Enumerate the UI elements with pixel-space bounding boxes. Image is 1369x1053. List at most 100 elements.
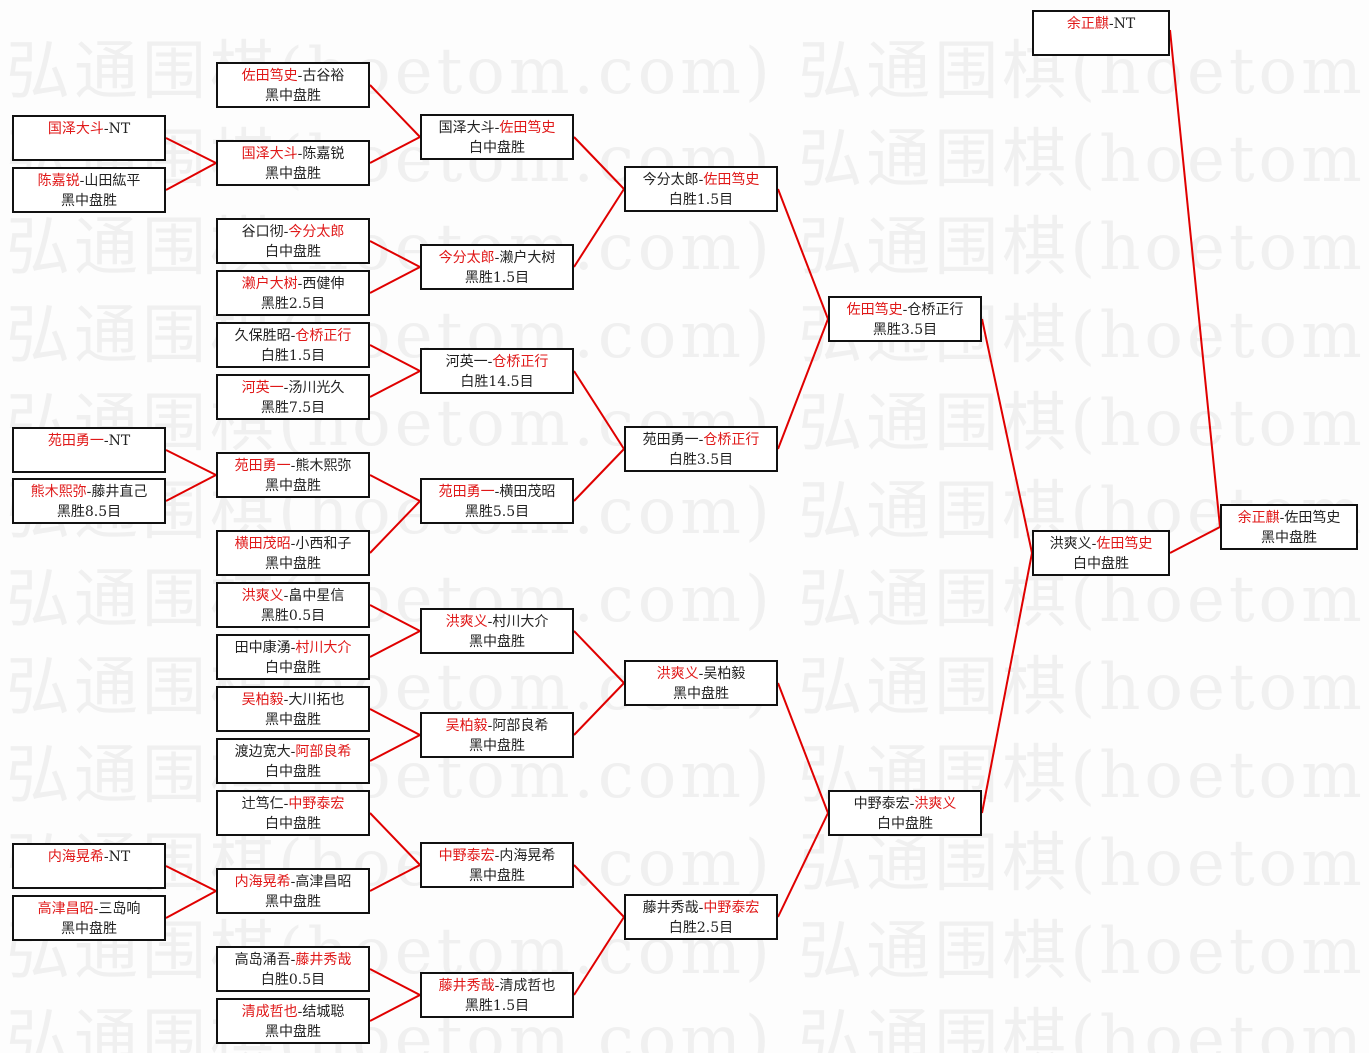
match-players: 余正麒-佐田笃史 [1222, 508, 1356, 528]
player-white: 三岛响 [98, 901, 141, 917]
match-result: 黑胜1.5目 [464, 270, 530, 286]
match-result: 黑中盘胜 [469, 634, 525, 650]
player-black: 熊木熙弥 [30, 484, 87, 500]
bracket-connector [369, 630, 421, 658]
player-black: 谷口彻 [241, 224, 284, 240]
match-box: 藤井秀哉-清成哲也黑胜1.5目 [420, 972, 574, 1018]
match-result: 黑中盘胜 [61, 193, 117, 209]
match-result: 黑胜2.5目 [260, 296, 326, 312]
player-white: 内海晃希 [499, 848, 556, 864]
match-box: 中野泰宏-内海晃希黑中盘胜 [420, 842, 574, 888]
match-box: 内海晃希-NT [12, 843, 166, 889]
player-black: 苑田勇一 [47, 433, 104, 449]
match-players: 佐田笃史-古谷裕 [218, 66, 368, 86]
bracket-connector [1169, 526, 1221, 554]
bracket-connector [573, 630, 625, 684]
player-white: 藤井直己 [91, 484, 148, 500]
match-result: 黑中盘胜 [469, 868, 525, 884]
separator: - [290, 640, 296, 656]
match-players: 吴柏毅-大川拓也 [218, 690, 368, 710]
player-black: 濑户大树 [241, 276, 298, 292]
bracket-connector [369, 84, 421, 138]
player-white: 吴柏毅 [703, 666, 746, 682]
match-result: 白胜2.5目 [668, 920, 734, 936]
match-players: 洪爽义-畠中星信 [218, 586, 368, 606]
match-players: 濑户大树-西健伸 [218, 274, 368, 294]
player-white: 村川大介 [295, 640, 352, 656]
separator: - [93, 901, 99, 917]
bracket-connector [165, 890, 217, 919]
bracket-connector [369, 864, 421, 892]
bracket-connector [573, 188, 625, 268]
match-players: 田中康湧-村川大介 [218, 638, 368, 658]
match-box: 陈嘉锐-山田紘平黑中盘胜 [12, 167, 166, 213]
separator: - [698, 666, 704, 682]
match-players: 河英一-汤川光久 [218, 378, 368, 398]
separator: - [494, 848, 500, 864]
match-box: 渡边宽大-阿部良希白中盘胜 [216, 738, 370, 784]
player-white: 高津昌昭 [295, 874, 352, 890]
match-players: 吴柏毅-阿部良希 [422, 716, 572, 736]
player-black: 洪爽义 [1049, 536, 1092, 552]
separator: - [283, 588, 289, 604]
separator: - [494, 120, 500, 136]
player-black: 藤井秀哉 [642, 900, 699, 916]
bracket-connector [369, 812, 421, 866]
match-box: 佐田笃史-仓桥正行黑胜3.5目 [828, 296, 982, 342]
separator: - [1279, 510, 1285, 526]
match-result: 白中盘胜 [265, 660, 321, 676]
player-white: 畠中星信 [288, 588, 345, 604]
match-result: 白胜1.5目 [668, 192, 734, 208]
player-black: 国泽大斗 [241, 146, 298, 162]
match-result: 黑中盘胜 [265, 894, 321, 910]
bracket-connector [165, 865, 217, 892]
player-black: 洪爽义 [656, 666, 699, 682]
separator: - [297, 68, 303, 84]
player-black: 渡边宽大 [234, 744, 291, 760]
separator: - [290, 874, 296, 890]
player-white: 西健伸 [302, 276, 345, 292]
match-box: 吴柏毅-阿部良希黑中盘胜 [420, 712, 574, 758]
player-white: 佐田笃史 [703, 172, 760, 188]
match-box: 洪爽义-佐田笃史白中盘胜 [1032, 530, 1170, 576]
player-white: 清成哲也 [499, 978, 556, 994]
separator: - [290, 744, 296, 760]
player-white: 濑户大树 [499, 250, 556, 266]
player-white: 阿部良希 [492, 718, 549, 734]
match-players: 今分太郎-佐田笃史 [626, 170, 776, 190]
player-white: 汤川光久 [288, 380, 345, 396]
match-box: 洪爽义-畠中星信黑胜0.5目 [216, 582, 370, 628]
separator: - [297, 1004, 303, 1020]
match-players: 苑田勇一-熊木熙弥 [218, 456, 368, 476]
match-result: 白胜0.5目 [260, 972, 326, 988]
match-box: 苑田勇一-熊木熙弥黑中盘胜 [216, 452, 370, 498]
player-white: 仓桥正行 [703, 432, 760, 448]
match-box: 洪爽义-村川大介黑中盘胜 [420, 608, 574, 654]
match-box: 田中康湧-村川大介白中盘胜 [216, 634, 370, 680]
match-players: 藤井秀哉-清成哲也 [422, 976, 572, 996]
bracket-connector [573, 864, 625, 918]
player-white: 佐田笃史 [1284, 510, 1341, 526]
player-white: 今分太郎 [288, 224, 345, 240]
player-white: 佐田笃史 [499, 120, 556, 136]
player-black: 苑田勇一 [642, 432, 699, 448]
match-box: 洪爽义-吴柏毅黑中盘胜 [624, 660, 778, 706]
separator: - [86, 484, 92, 500]
match-box: 今分太郎-濑户大树黑胜1.5目 [420, 244, 574, 290]
match-box: 苑田勇一-横田茂昭黑胜5.5目 [420, 478, 574, 524]
player-white: 古谷裕 [302, 68, 345, 84]
separator: - [1091, 536, 1097, 552]
player-black: 中野泰宏 [853, 796, 910, 812]
separator: - [283, 692, 289, 708]
player-white: NT [108, 433, 131, 449]
match-result: 黑中盘胜 [469, 738, 525, 754]
match-box: 苑田勇一-仓桥正行白胜3.5目 [624, 426, 778, 472]
separator: - [79, 173, 85, 189]
match-box: 熊木熙弥-藤井直己黑胜8.5目 [12, 478, 166, 524]
match-box: 高津昌昭-三岛响黑中盘胜 [12, 895, 166, 941]
match-players: 清成哲也-结城聪 [218, 1002, 368, 1022]
separator: - [698, 432, 704, 448]
match-result: 黑中盘胜 [265, 166, 321, 182]
separator: - [487, 354, 493, 370]
bracket-connector [777, 682, 829, 814]
